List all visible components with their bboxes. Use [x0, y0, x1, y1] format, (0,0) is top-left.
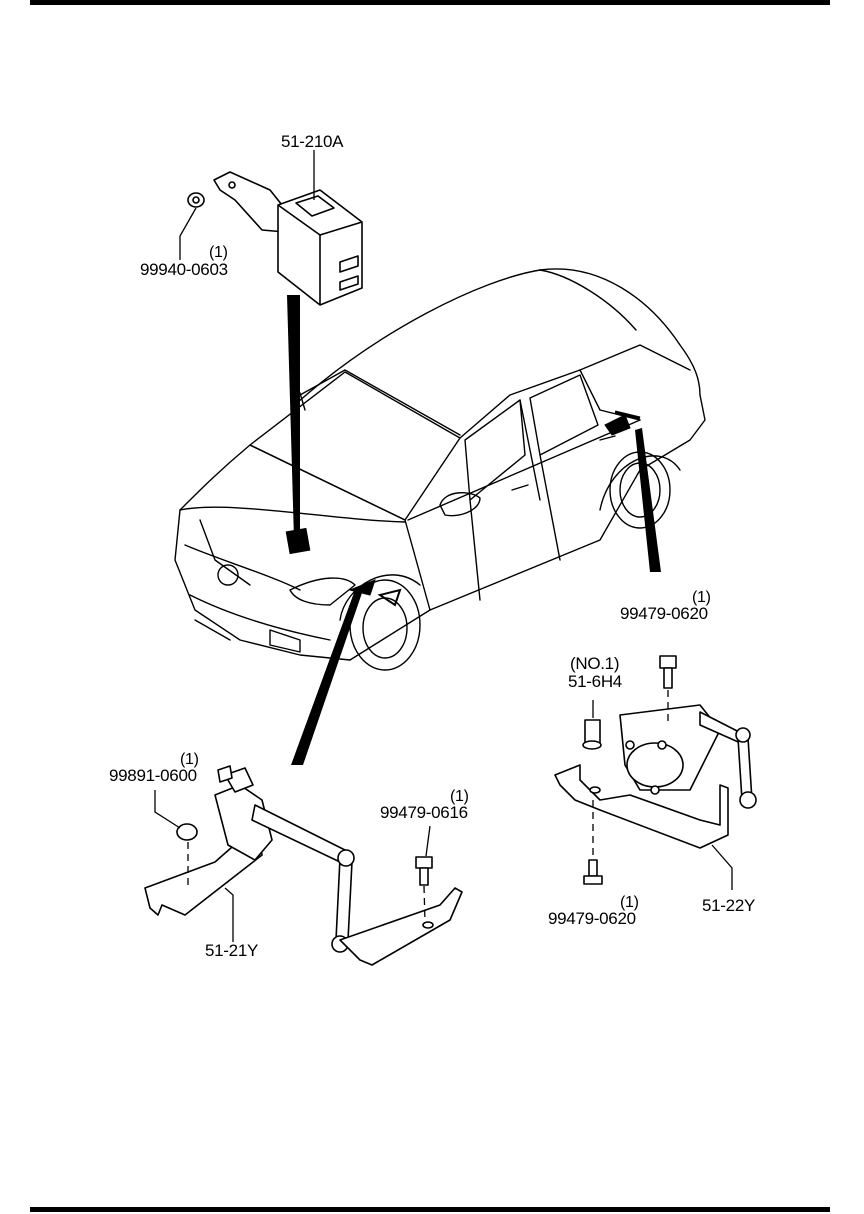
vehicle-outline [174, 268, 706, 671]
top-rule [30, 0, 830, 5]
label-nut-a: 99940-0603 [140, 260, 228, 279]
label-nut-b-qty: (1) [180, 751, 199, 768]
bottom-rule [30, 1207, 830, 1212]
front-bolt-axis [423, 885, 426, 923]
label-front-sensor: 51-21Y [205, 941, 259, 960]
label-rear-sensor: 51-22Y [702, 896, 756, 915]
control-unit [187, 171, 363, 306]
leader-nut-a [179, 207, 197, 260]
leader-bolt-b [425, 825, 431, 857]
rear-sensor-assembly [554, 655, 757, 885]
label-control-unit: 51-210A [281, 132, 344, 151]
label-nut-a-qty: (1) [209, 244, 228, 261]
label-bolt-b: 99479-0616 [380, 803, 468, 822]
label-bolt-b-qty: (1) [450, 788, 469, 805]
front-sensor-assembly [144, 765, 463, 966]
leader-rear-sensor-label [711, 844, 733, 890]
label-bolt-a: 99479-0620 [620, 604, 708, 623]
leader-front-sensor [291, 590, 363, 765]
label-nut-b: 99891-0600 [109, 766, 197, 785]
leader-front-sensor-label [224, 887, 234, 942]
label-bolt-a-qty: (1) [692, 589, 711, 606]
leader-control-unit [287, 295, 300, 540]
leader-nut-b [154, 790, 181, 829]
label-fitting-note: (NO.1) [570, 654, 620, 673]
label-bolt-c-qty: (1) [620, 894, 639, 911]
mount-markers [285, 410, 641, 607]
leader-rear-sensor [635, 428, 661, 572]
label-bolt-c: 99479-0620 [548, 909, 636, 928]
label-fitting: 51-6H4 [568, 672, 622, 691]
